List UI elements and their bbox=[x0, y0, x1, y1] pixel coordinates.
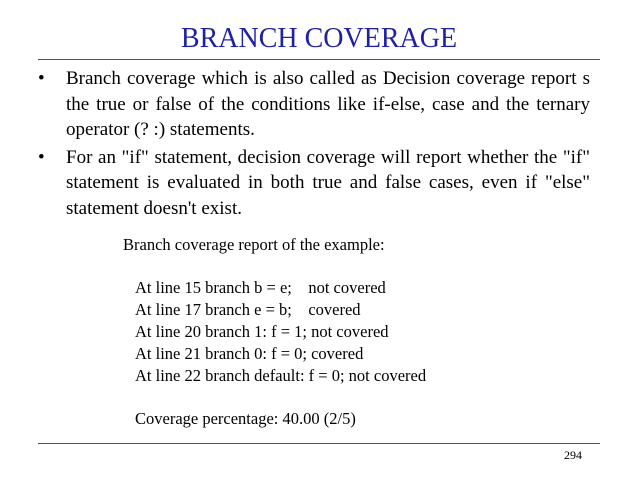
slide-title: BRANCH COVERAGE bbox=[180, 23, 458, 54]
bullet-text: For an "if" statement, decision coverage… bbox=[66, 146, 590, 219]
bullet-text: Branch coverage which is also called as … bbox=[66, 68, 590, 140]
report-line: At line 21 branch 0: f = 0; covered bbox=[135, 344, 364, 363]
bullet-item: • Branch coverage which is also called a… bbox=[38, 66, 590, 143]
report-line: At line 22 branch default: f = 0; not co… bbox=[135, 366, 427, 385]
report-lines: At line 15 branch b = e; not covered At … bbox=[123, 277, 543, 387]
bullet-item: • For an "if" statement, decision covera… bbox=[38, 145, 590, 222]
coverage-report: Branch coverage report of the example: A… bbox=[123, 234, 543, 430]
report-line: At line 20 branch 1: f = 1; not covered bbox=[135, 322, 389, 341]
bullet-list: • Branch coverage which is also called a… bbox=[38, 66, 590, 223]
report-heading: Branch coverage report of the example: bbox=[123, 235, 385, 254]
report-line: At line 15 branch b = e; not covered bbox=[135, 278, 386, 297]
report-line: At line 17 branch e = b; covered bbox=[135, 300, 361, 319]
footer-divider bbox=[38, 443, 600, 444]
title-divider bbox=[38, 59, 600, 60]
bullet-marker: • bbox=[38, 146, 45, 168]
coverage-percentage: Coverage percentage: 40.00 (2/5) bbox=[135, 409, 356, 428]
bullet-marker: • bbox=[38, 68, 45, 89]
page-number: 294 bbox=[564, 448, 582, 462]
